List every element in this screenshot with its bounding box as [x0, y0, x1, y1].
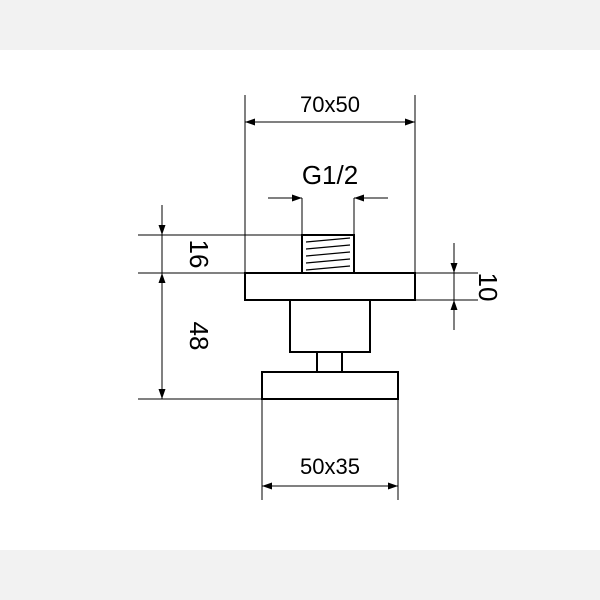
top-width-dimension [244, 95, 416, 273]
handle-plate [261, 371, 399, 400]
thread-label: G1/2 [302, 160, 358, 190]
bottom-width-label: 50x35 [300, 454, 360, 479]
valve-stem [316, 351, 343, 373]
top-grey-band [0, 0, 600, 50]
top-width-label: 70x50 [300, 92, 360, 117]
bottom-width-dimension [261, 399, 399, 500]
height-48-label: 48 [184, 322, 214, 351]
thread-dimension [268, 194, 388, 235]
valve-body [289, 299, 371, 353]
top-flange [244, 272, 416, 301]
flange-thickness-dimension [415, 243, 478, 330]
flange-thickness-label: 10 [473, 273, 503, 302]
height-16-label: 16 [184, 240, 214, 269]
bottom-grey-band [0, 550, 600, 600]
left-height-dimensions [138, 205, 302, 400]
thread-hatching [305, 237, 351, 271]
